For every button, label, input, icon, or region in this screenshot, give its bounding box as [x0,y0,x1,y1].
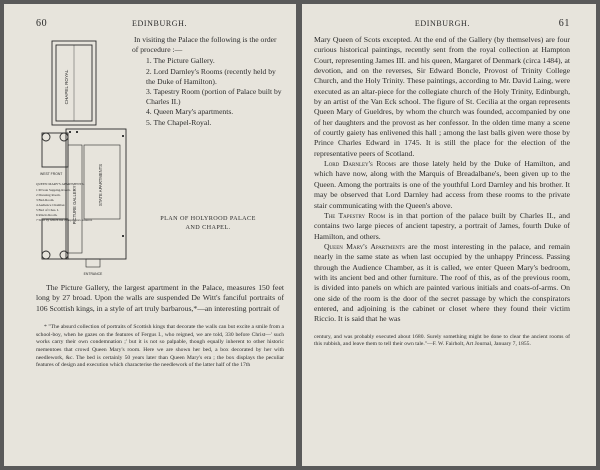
plan-label-chapel-royal: CHAPEL ROYAL [64,69,69,104]
right-running-head: EDINBURGH. 61 [314,18,570,29]
darnley-rooms-heading: Lord Darnley's Rooms [324,159,396,169]
right-page: EDINBURGH. 61 Mary Queen of Scots except… [302,4,596,466]
plan-label-queen-marys: QUEEN MARY'S APARTMENTS. [36,182,85,186]
plan-legend-4: 4 Audience Chamber. [36,203,65,207]
procedure-item: 3. Tapestry Room (portion of Palace buil… [146,87,282,107]
plan-caption-line-1: PLAN OF HOLYROOD PALACE [160,214,256,222]
queen-marys-apartments-text: are the most interesting in the palace, … [314,241,570,324]
running-head-title-left: EDINBURGH. [132,19,188,28]
darnley-rooms-paragraph: Lord Darnley's Rooms are those lately he… [314,159,570,211]
picture-gallery-paragraph: The Picture Gallery, the largest apartme… [36,283,284,313]
procedure-block: In visiting the Palace the following is … [132,35,284,279]
plan-legend-1: 1 Private Supping-Room. [36,188,71,192]
running-head-title-right: EDINBURGH. [414,19,470,28]
procedure-item: 4. Queen Mary's apartments. [146,107,234,117]
plan-legend-2: 2 Dressing Room. [36,193,61,197]
plan-label-picture-gallery: PICTURE GALLERY [72,185,77,224]
procedure-item: 1. The Picture Gallery. [146,56,215,66]
plan-label-west-front: WEST FRONT [40,172,62,176]
queen-marys-apartments-paragraph: Queen Mary's Apartments are the most int… [314,242,570,325]
gallery-paragraph-continued: Mary Queen of Scots excepted. At the end… [314,35,570,158]
page-number-left: 60 [36,18,48,29]
plan-caption-line-2: AND CHAPEL. [185,223,231,231]
procedure-intro: In visiting the Palace the following is … [132,35,277,55]
plan-legend-5: 5 Bed of Chas. I. [36,208,59,212]
footnote-right: century, and was probably executed about… [314,333,570,348]
darnley-rooms-text: are those lately held by the Duke of Ham… [314,159,570,210]
plan-caption: PLAN OF HOLYROOD PALACE AND CHAPEL. [132,214,284,232]
plan-legend-6: 6 Rizzio Room. [36,213,58,217]
procedure-item: 2. Lord Darnley's Rooms (recently held b… [146,66,276,86]
plan-label-state-apartments: STATE APARTMENTS [98,164,103,206]
plan-legend-3: 3 Bed-Room. [36,198,54,202]
holyrood-plan-figure: CHAPEL ROYAL PICTURE GALLERY STATE APART… [36,40,127,276]
tapestry-room-heading: The Tapestry Room [324,210,386,220]
left-page: 60 EDINBURGH. [4,4,296,466]
queen-marys-apartments-heading: Queen Mary's Apartments [324,241,405,251]
procedure-list: 1. The Picture Gallery. 2. Lord Darnley'… [132,56,284,127]
tapestry-room-paragraph: The Tapestry Room is in that portion of … [314,211,570,242]
tapestry-room-text: is in that portion of the palace built b… [314,210,570,241]
footnote-left: * "The absurd collection of portraits of… [36,324,284,369]
figure-row: CHAPEL ROYAL PICTURE GALLERY STATE APART… [36,35,284,279]
plan-label-entrance: ENTRANCE [84,272,103,276]
plan-legend-7: 7 Stair by which the conspirators entere… [36,218,93,222]
page-number-right: 61 [558,18,570,29]
left-running-head: 60 EDINBURGH. [36,18,284,29]
procedure-item: 5. The Chapel-Royal. [146,117,212,127]
